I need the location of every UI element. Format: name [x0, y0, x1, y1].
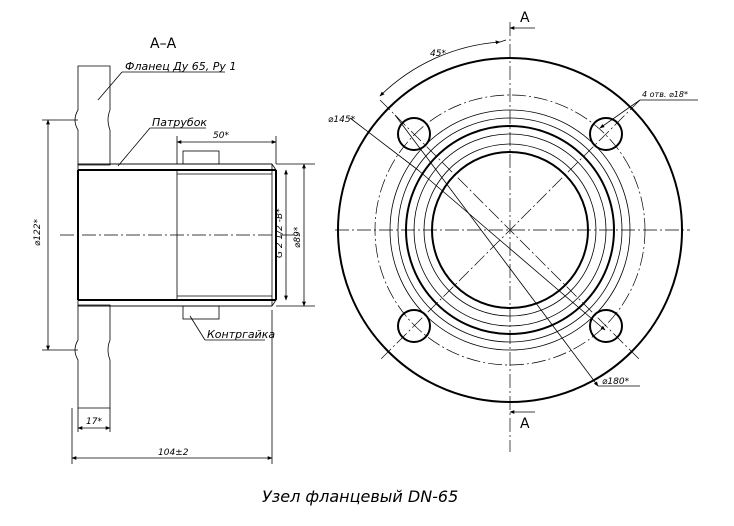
- front-view: А А 45* ⌀145* ⌀180*: [328, 10, 698, 452]
- locknut-upper: [182, 150, 220, 165]
- bolt-circle: [374, 94, 646, 366]
- dim-angle-45: 45*: [430, 49, 446, 59]
- flange-outline: [337, 57, 683, 403]
- cut-label-top: А: [520, 10, 530, 26]
- section-label: А–А: [150, 36, 177, 52]
- callout-flange: Фланец Ду 65, Ру 1: [125, 60, 236, 73]
- pipe-bore: [431, 151, 589, 309]
- dim-thread: G 2 1/2 -B*: [275, 208, 285, 258]
- dim-len-104: 104±2: [158, 448, 189, 458]
- dim-len-17: 17*: [86, 417, 102, 427]
- dim-len-50: 50*: [213, 131, 229, 141]
- bolt-hole-br: [589, 309, 623, 343]
- section-view: А–А ⌀122* ⌀89*: [33, 36, 315, 464]
- dim-dia-145: ⌀145*: [328, 115, 356, 125]
- callout-locknut: Контргайка: [207, 328, 275, 341]
- dim-dia-180: ⌀180*: [602, 377, 630, 387]
- flange-upper: [74, 65, 111, 166]
- bolt-hole-tl: [397, 117, 431, 151]
- drawing-title: Узел фланцевый DN-65: [262, 487, 458, 506]
- dim-dia-89: ⌀89*: [293, 226, 303, 248]
- locknut-lower: [182, 305, 220, 320]
- bolt-hole-tr: [589, 117, 623, 151]
- dim-dia-122: ⌀122*: [33, 218, 43, 246]
- flange-lower: [74, 304, 111, 409]
- callout-holes: 4 отв. ⌀18*: [642, 90, 688, 99]
- bolt-hole-bl: [397, 309, 431, 343]
- cut-label-bottom: А: [520, 416, 530, 432]
- callout-pipe: Патрубок: [152, 116, 207, 129]
